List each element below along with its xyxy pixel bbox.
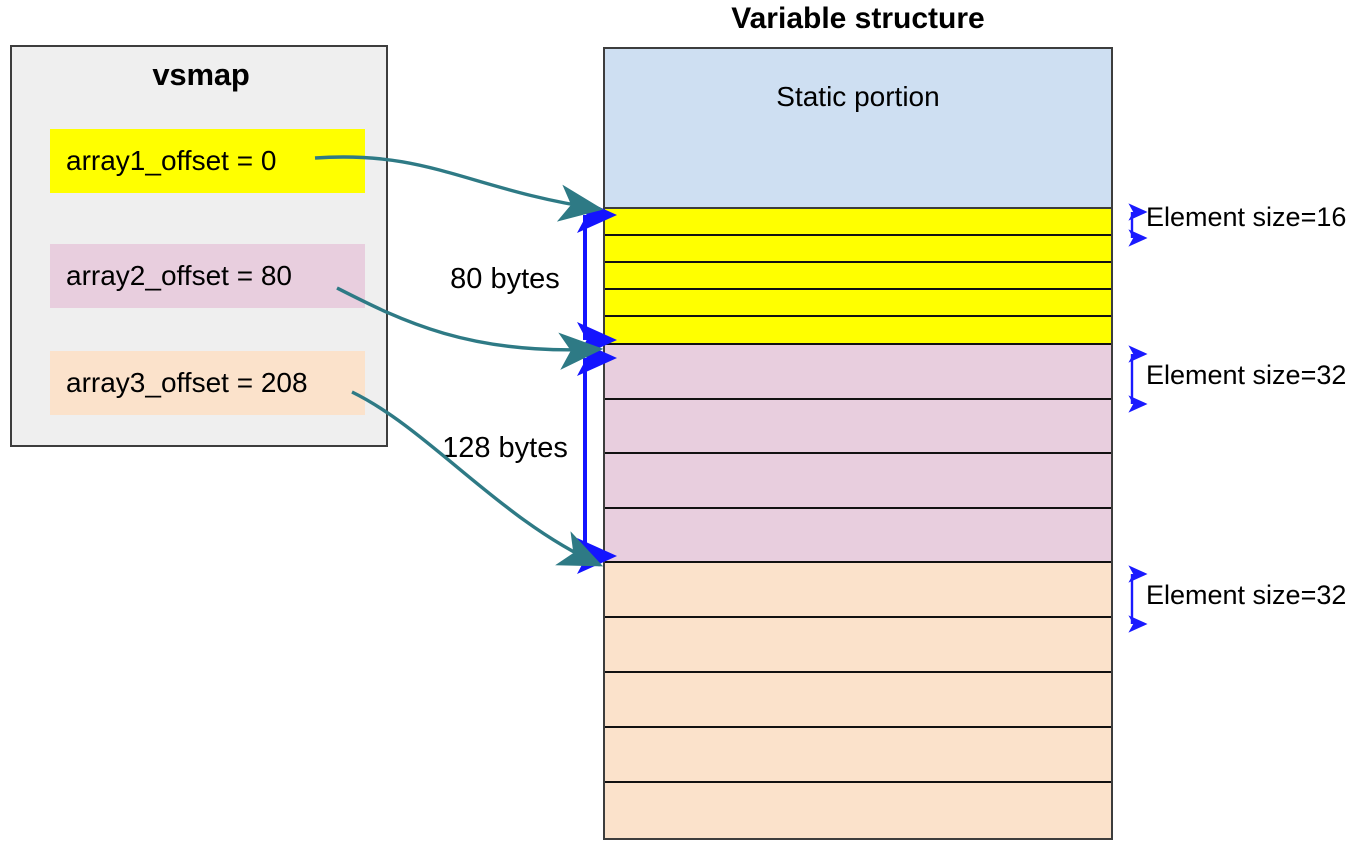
array3-cell [605, 673, 1111, 728]
vsmap-entry-array2[interactable]: array2_offset = 80 [50, 244, 365, 308]
connector-array3 [351, 390, 604, 567]
element-size-label-3: Element size=32 [1146, 580, 1347, 610]
vsmap-entry-array1[interactable]: array1_offset = 0 [50, 129, 365, 193]
array1-cell [605, 317, 1111, 345]
element-size-tick-2 [1127, 345, 1148, 413]
vsmap-entry-label: array2_offset = 80 [66, 260, 292, 291]
span-label-80-bytes: 80 bytes [450, 263, 560, 295]
span-arrow-128-bytes [577, 340, 617, 574]
vsmap-title: vsmap [152, 57, 250, 92]
structure-panel: Static portion [603, 47, 1113, 840]
vsmap-entry-label: array1_offset = 0 [66, 145, 277, 176]
array1-cell [605, 290, 1111, 317]
span-arrow-80-bytes [577, 197, 617, 358]
array3-cell [605, 618, 1111, 673]
array3-cell [605, 728, 1111, 783]
array1-cell [605, 236, 1111, 263]
vsmap-entry-array3[interactable]: array3_offset = 208 [50, 351, 365, 415]
span-label-128-bytes: 128 bytes [442, 432, 568, 464]
element-size-tick-3 [1127, 565, 1148, 633]
array3-cell [605, 783, 1111, 838]
static-portion-label: Static portion [776, 81, 940, 112]
array1-cell [605, 263, 1111, 290]
structure-title: Variable structure [731, 2, 985, 35]
element-size-label-2: Element size=32 [1146, 360, 1347, 390]
array1-cell [605, 209, 1111, 236]
element-size-label-1: Element size=16 [1146, 202, 1347, 232]
vsmap-panel: vsmap array1_offset = 0 array2_offset = … [10, 45, 388, 447]
array2-cell [605, 509, 1111, 563]
vsmap-entry-label: array3_offset = 208 [66, 367, 308, 398]
array3-cell [605, 563, 1111, 618]
element-size-tick-1 [1127, 203, 1148, 247]
segment-static-portion: Static portion [605, 49, 1111, 209]
array2-cell [605, 400, 1111, 454]
array2-cell [605, 454, 1111, 509]
array2-cell [605, 345, 1111, 400]
